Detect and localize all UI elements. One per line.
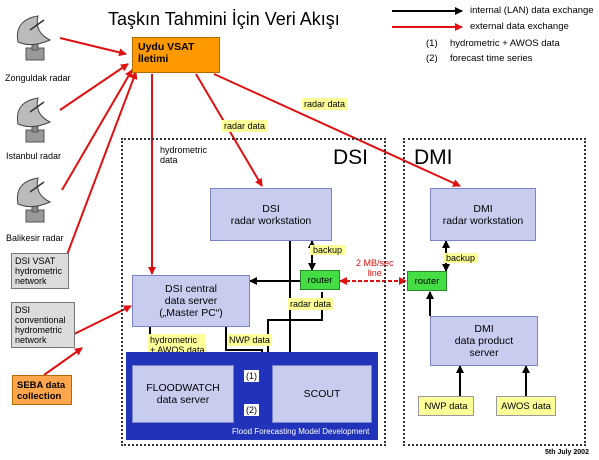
dsi-conventional-network-box: DSI conventional hydrometric network [11,302,75,348]
dsi-vsat-network-line3: network [15,276,47,286]
scout-box: SCOUT [272,365,372,423]
line-speed-line2: line [367,268,382,278]
dmi-router: router [407,271,447,291]
radar-data-label-internal: radar data [288,298,334,310]
floodwatch-line1: FLOODWATCH [146,382,220,394]
radar-data-label-dsi: radar data [222,120,268,132]
dsi-conventional-line2: conventional [15,315,66,325]
dsi-region-label: DSI [333,146,369,169]
vsat-line1: Uydu VSAT [138,41,195,53]
diagram-title: Taşkın Tahmini İçin Veri Akışı [108,9,340,29]
dsi-central-line1: DSI central [165,283,217,295]
legend-item2-text: forecast time series [450,53,533,64]
vsat-transmission-box: Uydu VSAT İletimi [132,37,220,73]
flow-marker-1: (1) [244,370,259,382]
dmi-radar-ws-line1: DMI [473,202,493,215]
dsi-radar-ws-line2: radar workstation [230,214,312,227]
dsi-central-server-box: DSI central data server („Master PC“) [132,275,250,327]
dmi-product-line1: DMI [474,323,494,335]
seba-data-collection-box: SEBA data collection [12,375,72,405]
balikesir-radar-label: Balikesir radar [6,233,64,243]
dmi-radar-workstation-box: DMI radar workstation [430,188,536,241]
seba-line2: collection [17,391,62,402]
legend-item2-key: (2) [426,53,438,64]
vsat-to-dmi-radar-arrow [213,73,461,187]
nwp-data-box: NWP data [418,396,474,416]
balikesir-radar-dish-icon [12,174,58,229]
dsi-conventional-line4: network [15,335,47,345]
zonguldak-radar-label: Zonguldak radar [5,73,71,83]
footer-date: 5th July 2002 [545,449,589,456]
seba-line1: SEBA data [17,380,66,391]
dmi-backup-label: backup [443,253,479,263]
floodwatch-line2: data server [156,394,210,406]
dsi-central-line3: („Master PC“) [159,307,223,319]
vsat-line2: İletimi [138,53,169,65]
seba-to-conventional-arrow [43,347,83,376]
dmi-radar-ws-line2: radar workstation [442,214,524,227]
dsi-vsat-network-line2: hydrometric [15,266,63,276]
dsi-radar-ws-line1: DSI [262,202,280,215]
vsat-network-to-vsat-arrow [61,71,138,269]
istanbul-radar-label: Istanbul radar [6,151,62,161]
balikesir-to-vsat-arrow [61,69,133,191]
nwp-data-label-internal: NWP data [227,334,272,346]
dsi-backup-label: backup [310,245,346,255]
istanbul-to-vsat-arrow [59,63,129,111]
dmi-product-line3: server [469,347,499,359]
radar-data-label-dmi: radar data [302,98,348,110]
hydrometric-data-label: hydrometric data [160,145,207,165]
hydro-awos-line2: + AWOS data [150,345,205,355]
legend-item1-text: hydrometric + AWOS data [450,38,560,49]
dsi-conventional-line1: DSI [15,305,31,315]
awos-data-box: AWOS data [496,396,556,416]
dsi-central-line2: data server [164,295,218,307]
dsi-router: router [300,270,340,290]
hydrometric-data-line1: hydrometric [160,145,208,155]
dsi-conventional-line3: hydrometric [15,325,63,335]
hydro-awos-line1: hydrometric [150,335,198,345]
hydro-awos-label: hydrometric + AWOS data [148,334,207,356]
dsi-radar-workstation-box: DSI radar workstation [210,188,332,241]
hydrometric-data-line2: data [160,155,178,165]
flow-marker-2: (2) [244,404,259,416]
legend-item1-key: (1) [426,38,438,49]
dsi-vsat-network-line1: DSI VSAT [15,256,56,266]
legend-external-label: external data exchange [470,21,569,32]
dmi-data-product-server-box: DMI data product server [430,316,538,366]
zonguldak-to-vsat-arrow [59,37,127,57]
dsi-vsat-network-box: DSI VSAT hydrometric network [11,253,69,289]
floodwatch-server-box: FLOODWATCH data server [132,365,234,423]
zonguldak-radar-dish-icon [12,12,58,67]
dmi-region-label: DMI [414,146,453,169]
legend-internal-label: internal (LAN) data exchange [470,5,594,16]
line-speed-label: 2 MB/sec line [356,258,394,278]
istanbul-radar-dish-icon [12,94,58,149]
dmi-region-frame [403,138,586,446]
line-speed-line1: 2 MB/sec [356,258,394,268]
dsi-region-frame [121,138,386,446]
dmi-product-line2: data product [454,335,514,347]
ffm-caption: Flood Forecasting Model Development [232,427,370,436]
